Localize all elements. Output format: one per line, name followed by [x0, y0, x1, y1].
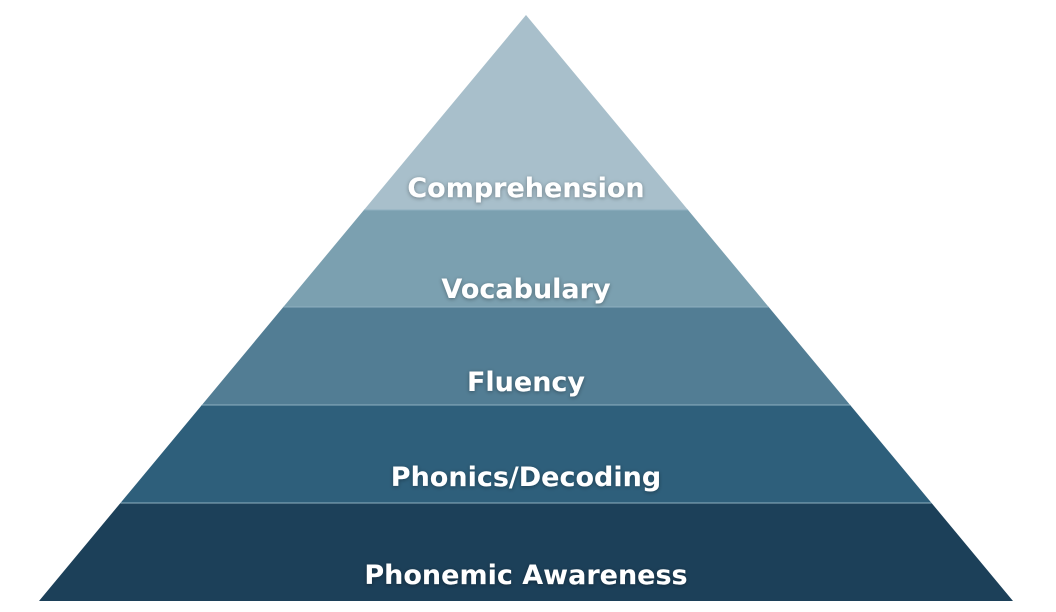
- layer-label-comprehension: Comprehension: [407, 173, 644, 204]
- layer-label-vocabulary: Vocabulary: [441, 274, 611, 305]
- layer-label-phonemic-awareness: Phonemic Awareness: [364, 560, 687, 591]
- pyramid-layer-phonics-decoding: [120, 405, 932, 503]
- layer-label-fluency: Fluency: [467, 367, 585, 398]
- pyramid-layer-phonemic-awareness: [39, 503, 1013, 601]
- pyramid-layer-comprehension: [363, 15, 689, 210]
- pyramid-layer-vocabulary: [283, 210, 769, 307]
- layer-label-phonics-decoding: Phonics/Decoding: [391, 462, 661, 493]
- pyramid-layer-fluency: [201, 307, 851, 405]
